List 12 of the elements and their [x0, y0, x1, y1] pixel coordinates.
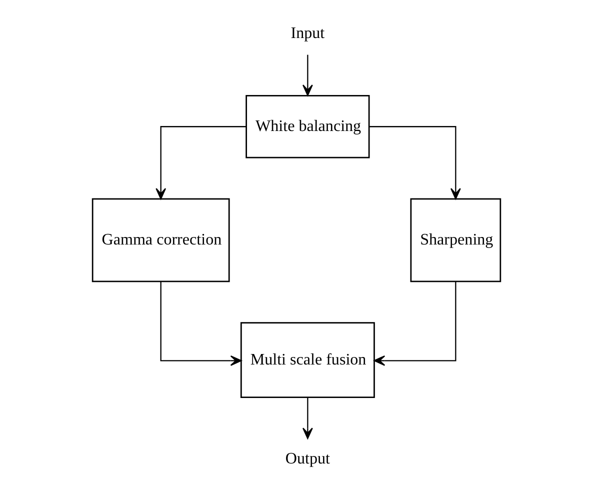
node-text: Output: [285, 450, 330, 468]
node-box: Multi scale fusion: [240, 322, 375, 398]
arrow: [302, 54, 313, 96]
arrow: [160, 282, 242, 366]
node-text: Input: [290, 24, 325, 42]
node-box: Gamma correction: [92, 198, 230, 282]
arrow: [369, 126, 461, 200]
arrow: [302, 398, 313, 439]
node-box: White balancing: [246, 94, 370, 158]
arrow: [374, 282, 456, 366]
node-box: Sharpening: [410, 198, 502, 282]
arrow: [156, 126, 246, 200]
